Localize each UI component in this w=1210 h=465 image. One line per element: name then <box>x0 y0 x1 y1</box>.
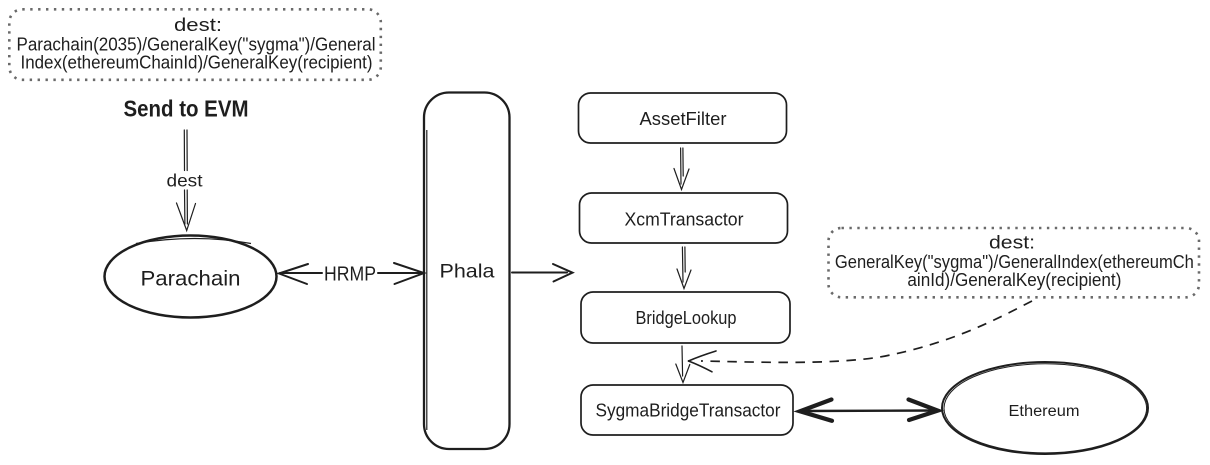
svg-text:Send to EVM: Send to EVM <box>124 96 249 122</box>
svg-text:XcmTransactor: XcmTransactor <box>625 208 744 229</box>
svg-text:dest:: dest: <box>174 15 222 35</box>
svg-text:GeneralKey("sygma")/GeneralInd: GeneralKey("sygma")/GeneralIndex(ethereu… <box>835 252 1194 272</box>
svg-text:Index(ethereumChainId)/General: Index(ethereumChainId)/GeneralKey(recipi… <box>21 53 373 73</box>
svg-text:Phala: Phala <box>440 261 495 283</box>
svg-text:SygmaBridgeTransactor: SygmaBridgeTransactor <box>596 400 781 421</box>
svg-text:Parachain(2035)/GeneralKey("sy: Parachain(2035)/GeneralKey("sygma")/Gene… <box>17 35 376 55</box>
svg-text:ainId)/GeneralKey(recipient): ainId)/GeneralKey(recipient) <box>907 270 1121 290</box>
svg-text:Ethereum: Ethereum <box>1009 403 1080 420</box>
svg-text:dest: dest <box>167 171 203 191</box>
svg-text:Parachain: Parachain <box>141 268 241 291</box>
svg-text:AssetFilter: AssetFilter <box>640 108 727 129</box>
svg-text:HRMP: HRMP <box>324 264 376 286</box>
svg-text:dest:: dest: <box>989 233 1035 253</box>
svg-text:BridgeLookup: BridgeLookup <box>636 307 737 328</box>
